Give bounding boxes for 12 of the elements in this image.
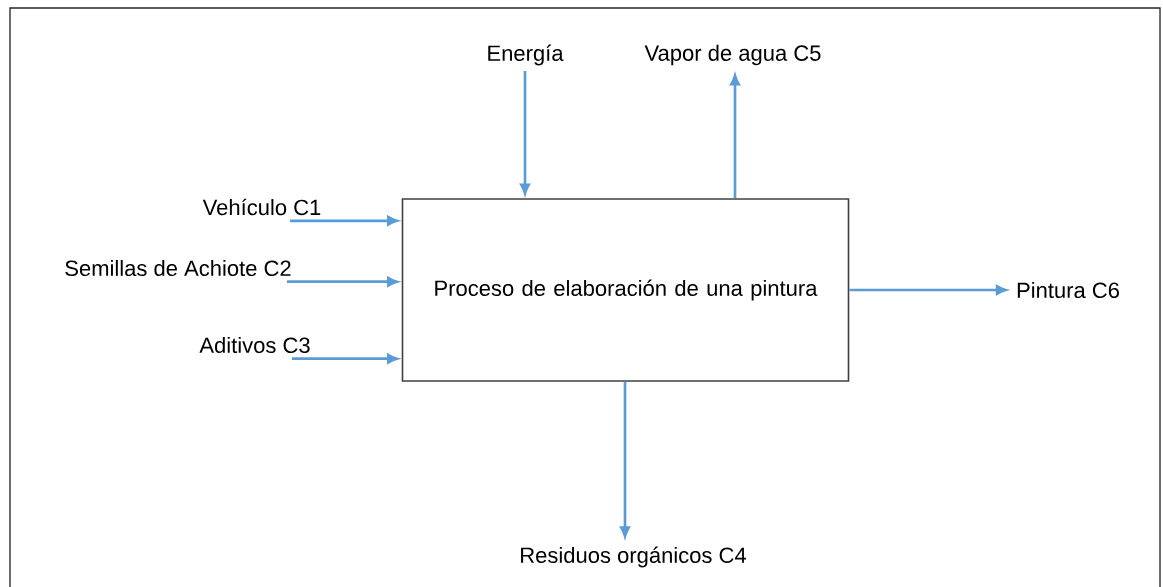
arrow (620, 381, 630, 538)
label-text: Aditivos C3 (199, 336, 310, 354)
label-text: Vehículo C1 (202, 198, 321, 216)
process-box: Proceso de elaboración de una pintura (401, 198, 850, 382)
label-text: Pintura C6 (1017, 281, 1119, 299)
arrow (520, 71, 530, 195)
label-text: Energía (488, 44, 564, 66)
label-text: Vapor de agua C5 (644, 44, 821, 66)
arrow (849, 285, 1007, 295)
arrow (730, 74, 740, 199)
label-text: Semillas de Achiote C2 (65, 259, 291, 277)
label-text: Residuos orgánicos C4 (521, 546, 746, 568)
